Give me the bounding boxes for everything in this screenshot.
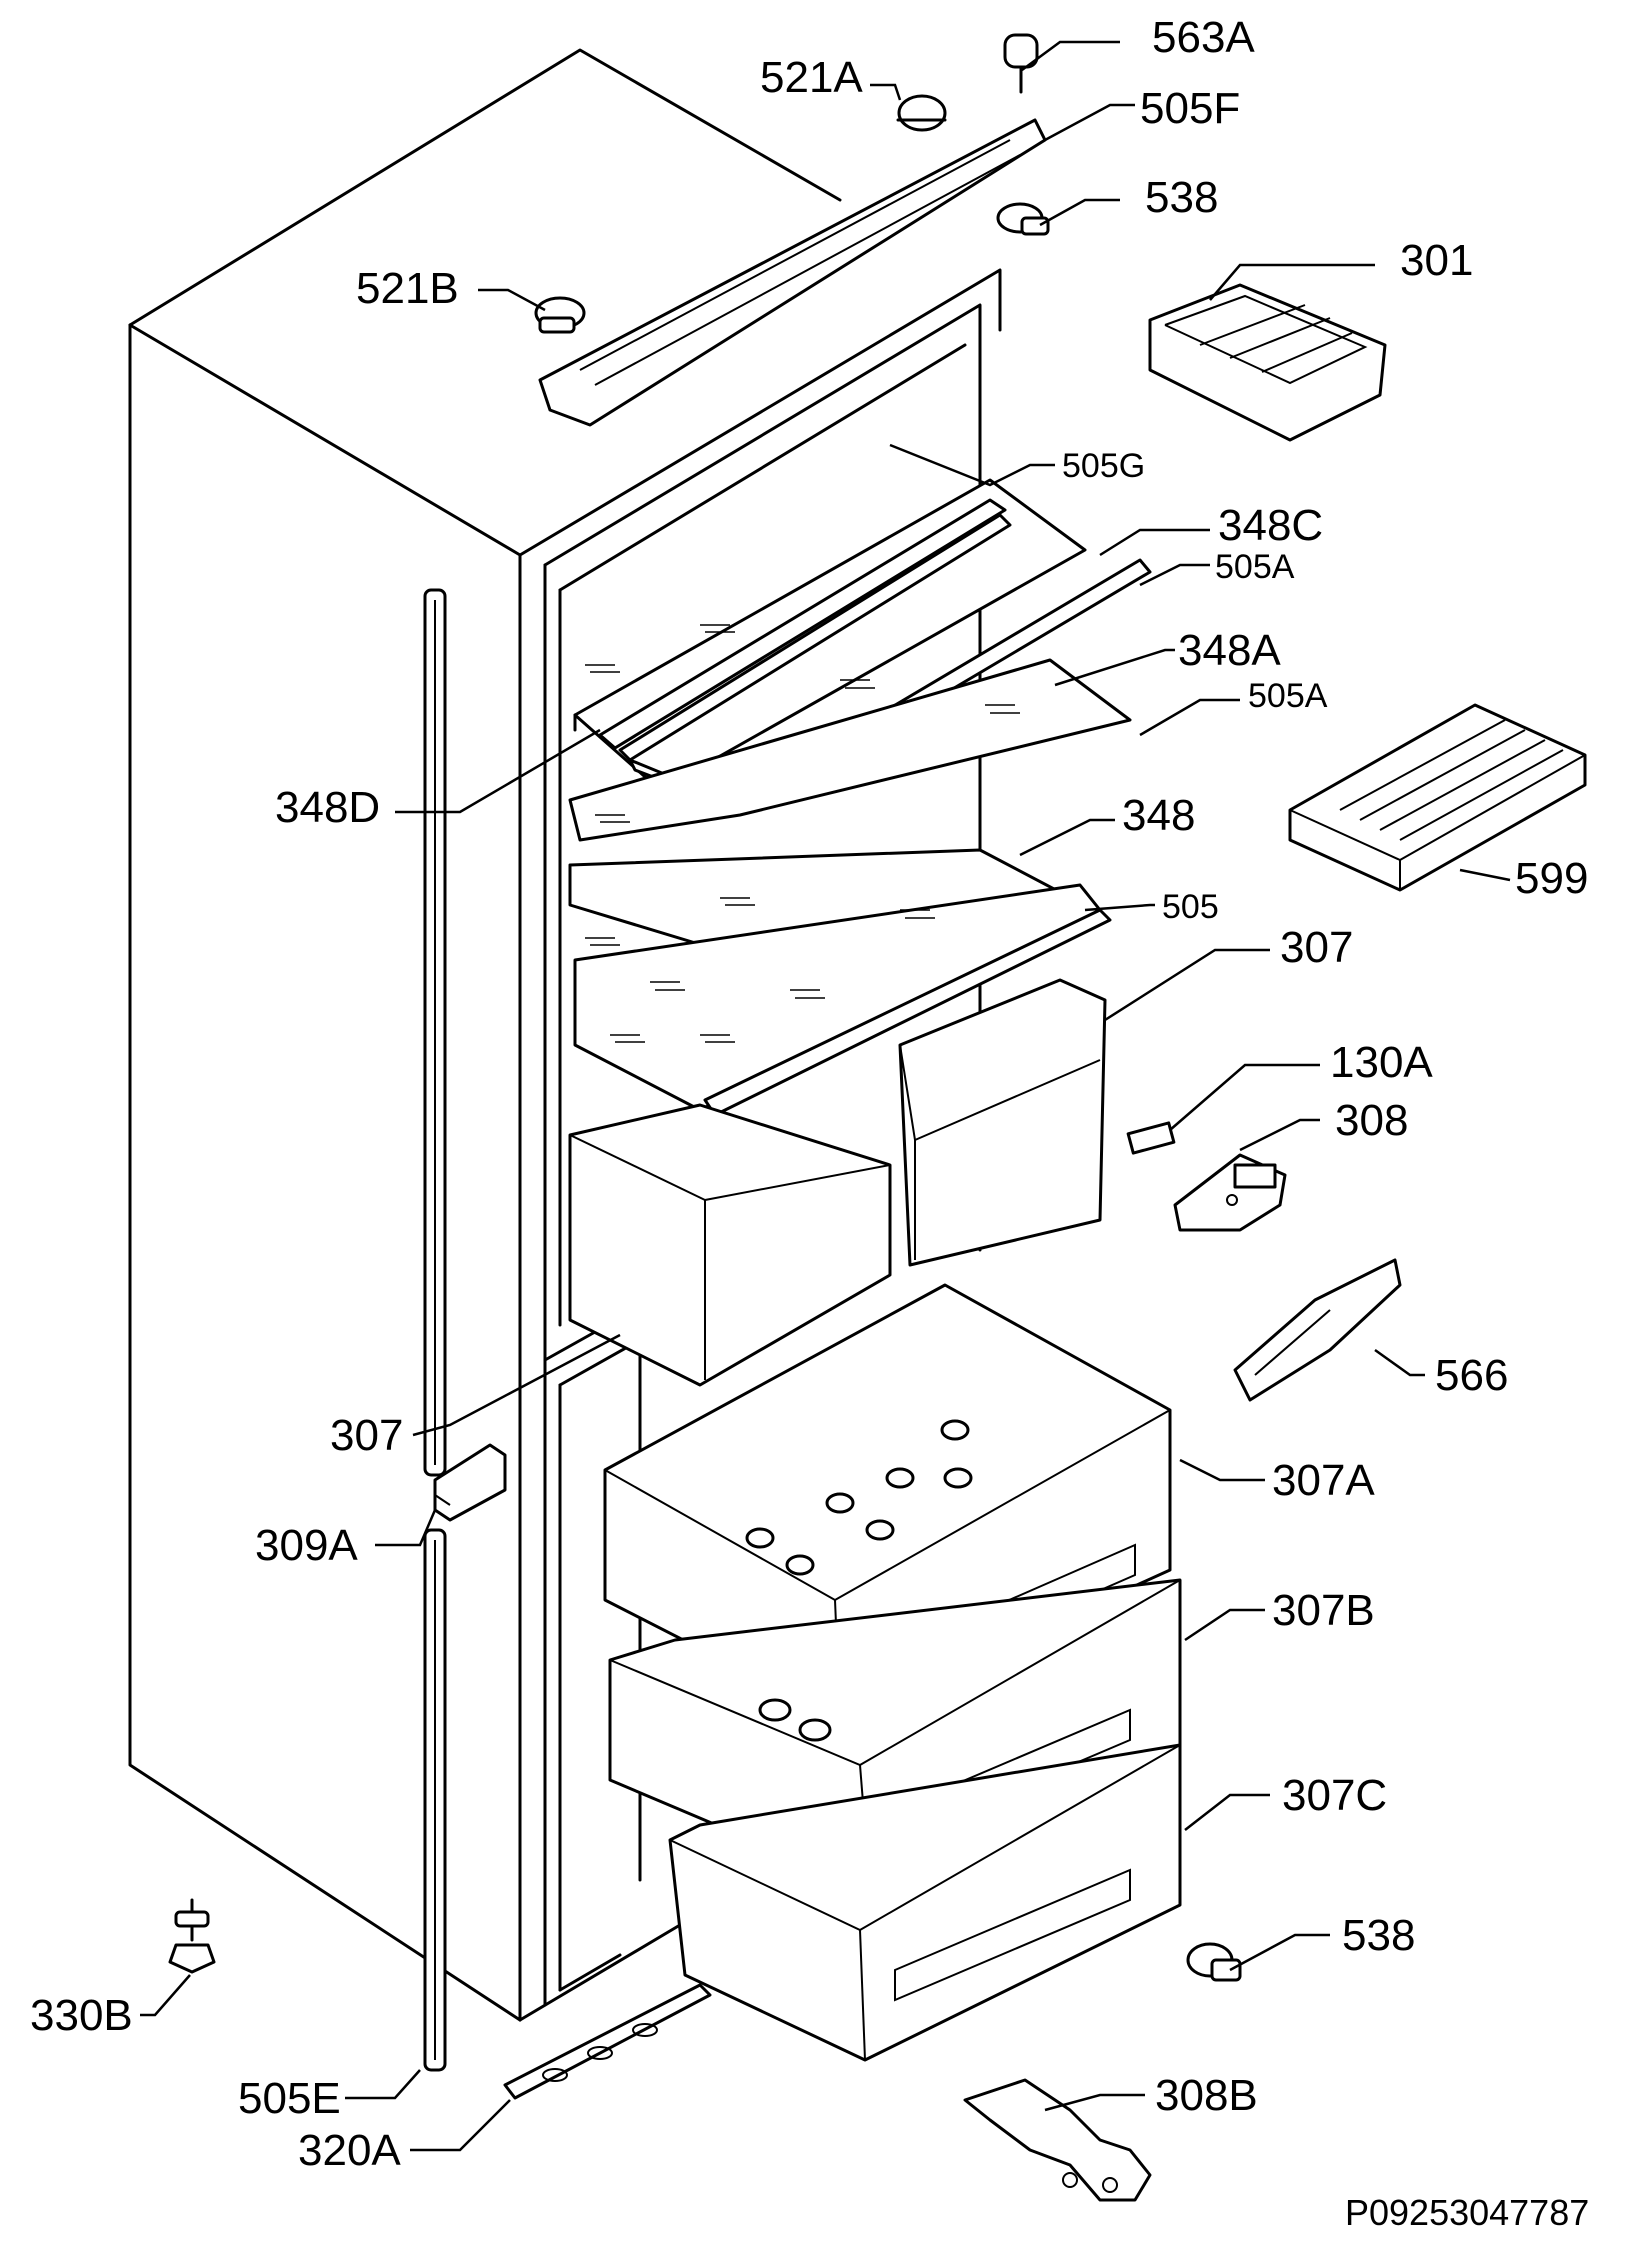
adjustable-foot-330b-part bbox=[168, 1898, 216, 1974]
label-308: 308 bbox=[1335, 1096, 1408, 1145]
label-599: 599 bbox=[1515, 854, 1588, 903]
top-rail-part bbox=[538, 118, 1047, 427]
label-521a: 521A bbox=[760, 53, 863, 102]
label-348: 348 bbox=[1122, 791, 1195, 840]
door-stop-part bbox=[534, 296, 586, 334]
plinth-bracket-320a-part bbox=[503, 1983, 712, 2100]
hinge-pin-part bbox=[996, 202, 1050, 236]
label-505a-lower: 505A bbox=[1248, 677, 1328, 715]
label-348a: 348A bbox=[1178, 626, 1281, 675]
label-348d: 348D bbox=[275, 783, 380, 832]
label-330b: 330B bbox=[30, 1991, 133, 2040]
label-307a: 307A bbox=[1272, 1456, 1375, 1505]
label-307-top: 307 bbox=[1280, 923, 1353, 972]
label-505f: 505F bbox=[1140, 84, 1240, 133]
crisper-box-left bbox=[568, 1103, 892, 1387]
label-566: 566 bbox=[1435, 1351, 1508, 1400]
label-563a: 563A bbox=[1152, 13, 1255, 62]
freezer-drawer-bottom bbox=[668, 1743, 1182, 2062]
label-521b: 521B bbox=[356, 264, 459, 313]
label-301: 301 bbox=[1400, 236, 1473, 285]
bracket-130a-part bbox=[1126, 1121, 1176, 1155]
label-320a: 320A bbox=[298, 2126, 401, 2175]
freezer-tray-cover-part bbox=[1288, 703, 1587, 892]
hinge-308-part bbox=[1173, 1153, 1287, 1232]
crisper-box-right bbox=[898, 978, 1107, 1267]
label-309a: 309A bbox=[255, 1521, 358, 1570]
bottom-hinge-308b-part bbox=[963, 2078, 1152, 2202]
label-505g: 505G bbox=[1062, 447, 1145, 485]
label-505a-upper: 505A bbox=[1215, 548, 1295, 586]
label-505e: 505E bbox=[238, 2074, 341, 2123]
handle-566-part bbox=[1233, 1258, 1402, 1402]
hinge-pin-538-bottom-part bbox=[1186, 1942, 1242, 1982]
label-348c: 348C bbox=[1218, 501, 1323, 550]
label-538-bottom: 538 bbox=[1342, 1911, 1415, 1960]
label-505: 505 bbox=[1162, 888, 1219, 926]
label-308b: 308B bbox=[1155, 2071, 1258, 2120]
screw-part bbox=[1003, 33, 1039, 94]
label-130a: 130A bbox=[1330, 1038, 1433, 1087]
label-307c: 307C bbox=[1282, 1771, 1387, 1820]
leader-lines bbox=[140, 40, 1511, 2152]
shelf-glass-hatching bbox=[585, 624, 1020, 1043]
glass-shelf-bottom bbox=[573, 883, 1112, 1117]
drawing-reference-code: P09253047787 bbox=[1345, 2192, 1589, 2233]
part-labels: 563A 521A 505F 538 521B 301 505G 348C 50… bbox=[30, 13, 1589, 2233]
hinge-cap-part bbox=[896, 94, 947, 132]
label-307b: 307B bbox=[1272, 1586, 1375, 1635]
label-538-top: 538 bbox=[1145, 173, 1218, 222]
label-307-left: 307 bbox=[330, 1411, 403, 1460]
ice-tray-part bbox=[1148, 283, 1387, 442]
